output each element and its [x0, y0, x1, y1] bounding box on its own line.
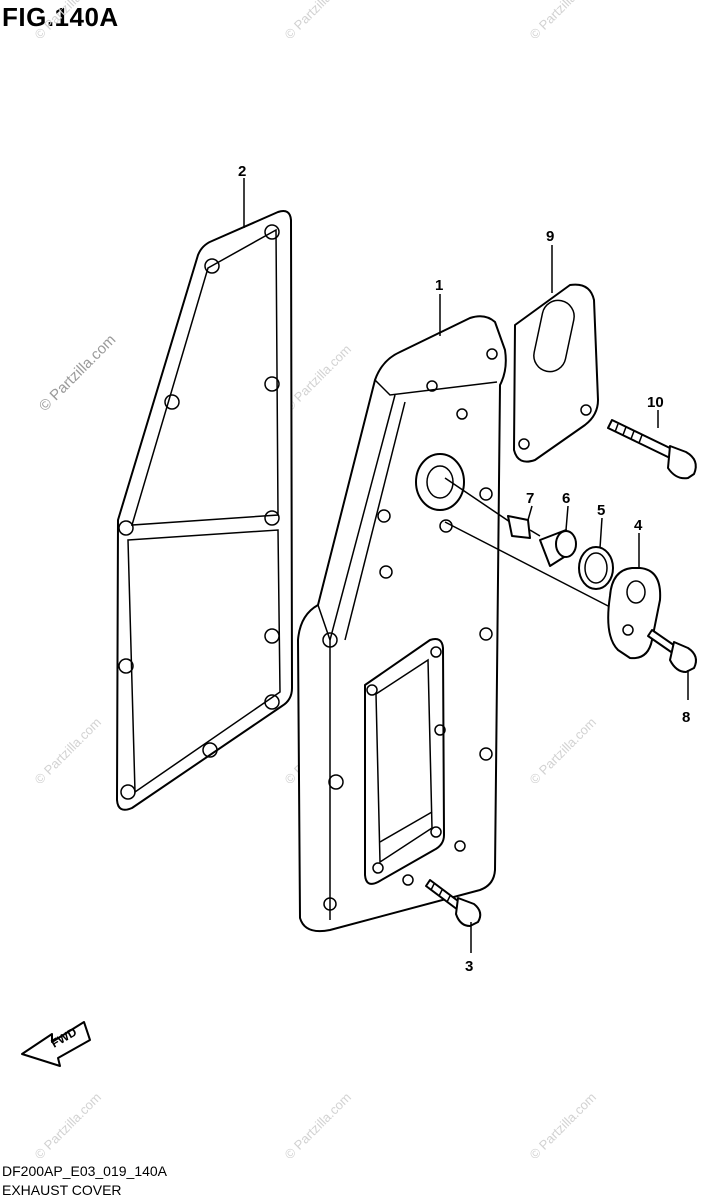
fwd-arrow-icon: FWD [21, 1021, 91, 1067]
callout-9: 9 [546, 228, 554, 245]
callout-7: 7 [526, 490, 534, 507]
callout-6: 6 [562, 490, 570, 507]
bolt-part-3 [425, 879, 482, 927]
leader-lines [243, 178, 689, 953]
watermark: © Partzilla.com [282, 342, 355, 415]
figure-code: DF200AP_E03_019_140A [2, 1163, 168, 1179]
gasket-part-2 [116, 210, 293, 811]
plate-part-9 [513, 283, 599, 463]
collar-part-6 [539, 529, 577, 567]
callout-2: 2 [238, 163, 246, 180]
watermark: © Partzilla.com [282, 1090, 355, 1163]
bolt-part-7 [444, 477, 541, 539]
bolt-part-10 [607, 419, 697, 480]
callout-10: 10 [647, 394, 664, 411]
callout-3: 3 [465, 958, 473, 975]
callout-1: 1 [435, 277, 443, 294]
watermark: © Partzilla.com [527, 0, 600, 42]
watermark-layer: © Partzilla.com © Partzilla.com © Partzi… [32, 0, 600, 1162]
figure-name: EXHAUST COVER [2, 1182, 122, 1198]
callout-5: 5 [597, 502, 605, 519]
bolt-part-8 [647, 629, 697, 673]
figure-title: FIG.140A [2, 2, 119, 32]
watermark: © Partzilla.com [32, 1090, 105, 1163]
exhaust-cover-part-1 [297, 315, 507, 933]
watermark: © Partzilla.com [32, 0, 105, 42]
callout-4: 4 [634, 517, 643, 534]
watermark: © Partzilla.com [32, 715, 105, 788]
callout-8: 8 [682, 709, 690, 726]
o-ring-part-5 [578, 546, 614, 590]
watermark: © Partzilla.com [527, 1090, 600, 1163]
watermark: © Partzilla.com [282, 0, 355, 42]
watermark: © Partzilla.com [36, 331, 119, 414]
watermark: © Partzilla.com [527, 715, 600, 788]
